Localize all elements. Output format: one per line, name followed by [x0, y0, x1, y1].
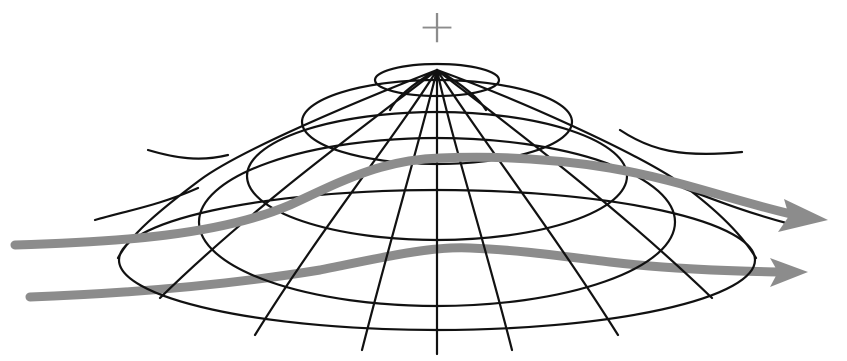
meridian-l1: [362, 70, 437, 350]
cusp-left: [148, 150, 228, 159]
dome-mesh: [95, 64, 790, 354]
cusp-right: [620, 130, 742, 154]
meridian-r1: [437, 70, 512, 350]
meridian-l3: [160, 70, 437, 298]
meridian-r2: [437, 70, 618, 335]
plus-sign: +: [418, 0, 457, 53]
meridian-l2: [255, 70, 437, 335]
